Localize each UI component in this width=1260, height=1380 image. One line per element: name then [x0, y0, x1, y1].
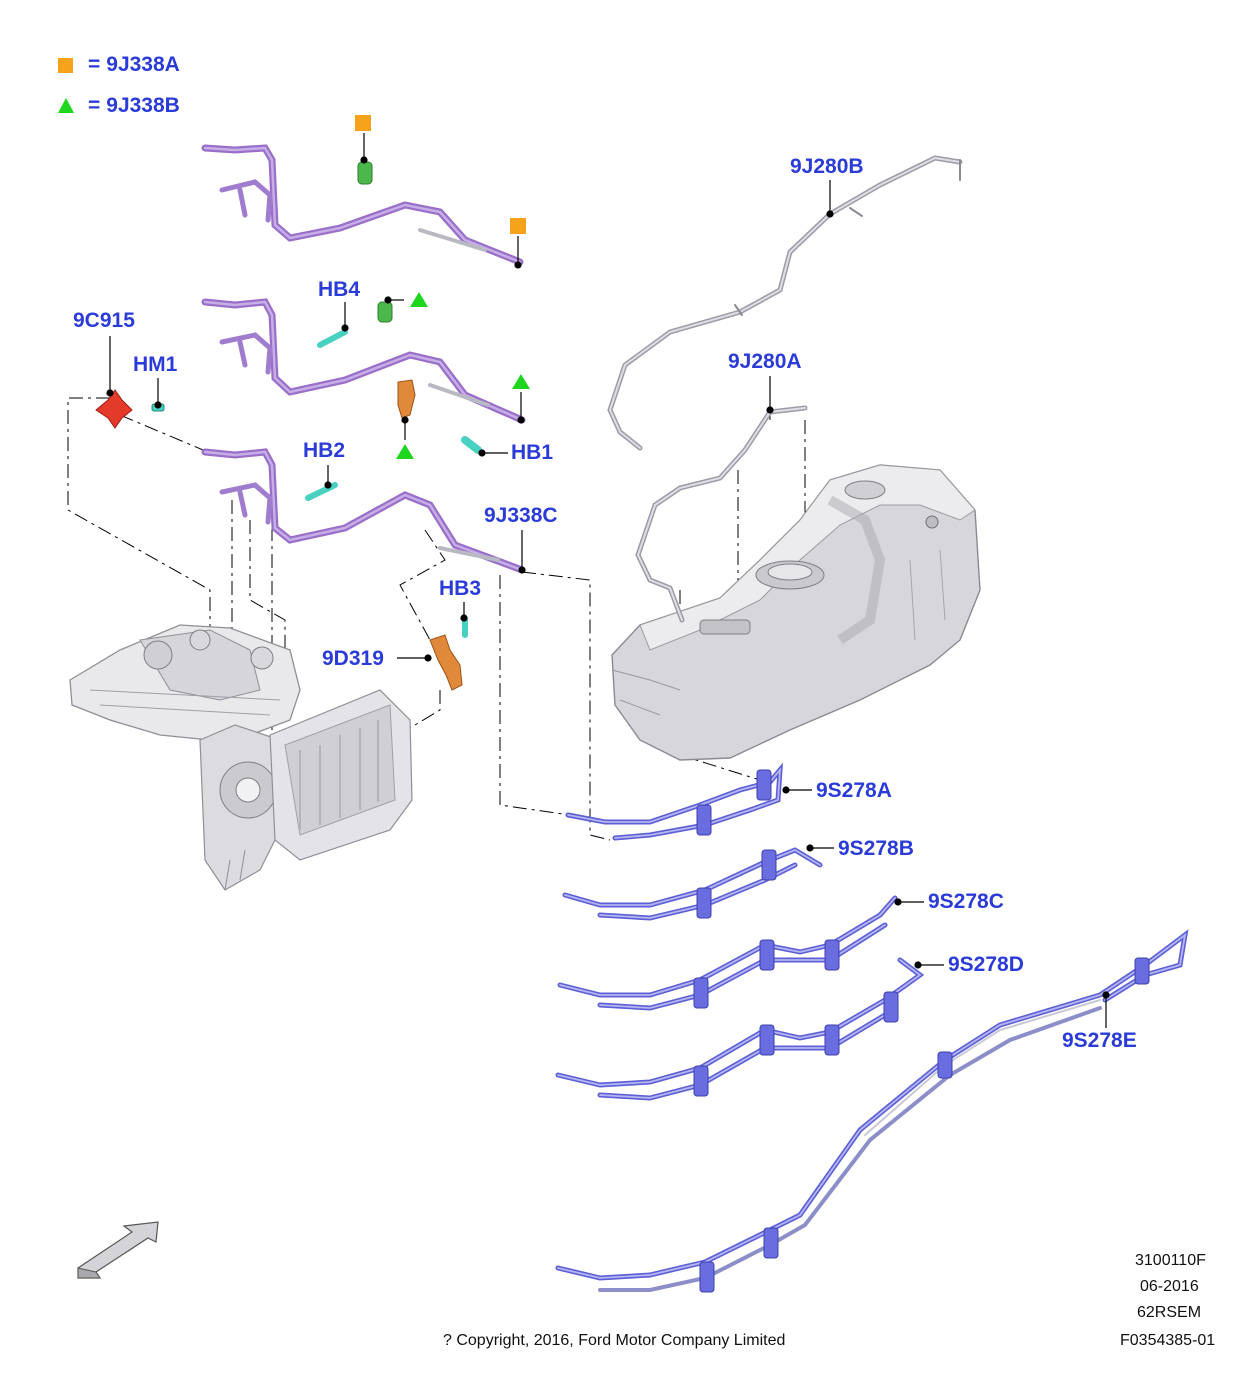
- quick-connector-9C915: [95, 389, 133, 429]
- callout-9S278E[interactable]: 9S278E: [1062, 1029, 1137, 1052]
- callout-HM1[interactable]: HM1: [133, 353, 178, 376]
- callout-HB1[interactable]: HB1: [511, 441, 554, 464]
- copyright: ? Copyright, 2016, Ford Motor Company Li…: [443, 1332, 786, 1349]
- callout-9S278A[interactable]: 9S278A: [816, 779, 892, 802]
- clip-HB4: [317, 329, 348, 348]
- callout-HB4[interactable]: HB4: [318, 278, 361, 301]
- brake-line-9S278E: [555, 929, 1189, 1293]
- callout-9C915[interactable]: 9C915: [73, 309, 135, 332]
- legend-row-9J338B: = 9J338B: [80, 94, 180, 118]
- callout-9D319[interactable]: 9D319: [322, 647, 384, 670]
- bracket-9D319: [429, 634, 463, 691]
- footer-code2: 62RSEM: [1137, 1304, 1202, 1321]
- legend-code-9J338A: 9J338A: [106, 53, 180, 76]
- fuel-tank: [611, 464, 981, 761]
- footer-date: 06-2016: [1140, 1278, 1199, 1295]
- callout-9J338C[interactable]: 9J338C: [484, 504, 558, 527]
- legend-code-9J338B: 9J338B: [106, 94, 180, 117]
- direction-arrow-icon: [77, 1221, 159, 1279]
- engine-assembly: [69, 624, 413, 891]
- fuel-line-9J338A: [201, 144, 524, 266]
- footer-code1: 3100110F: [1135, 1252, 1206, 1269]
- leader-lines: [106, 133, 1110, 1028]
- green-triangle-icon: [410, 292, 428, 307]
- green-triangle-icon: [58, 98, 74, 113]
- brake-line-9S278A: [565, 762, 784, 841]
- legend-symbols: [58, 58, 74, 113]
- green-triangle-icon: [396, 444, 414, 459]
- callout-9J280B[interactable]: 9J280B: [790, 155, 864, 178]
- orange-square-icon: [355, 115, 371, 131]
- orange-square-icon: [58, 58, 73, 73]
- brake-line-9S278C: [557, 895, 898, 1011]
- markers: [355, 115, 530, 459]
- orange-square-icon: [510, 218, 526, 234]
- callout-HB2[interactable]: HB2: [303, 439, 346, 462]
- hose-9J280A: [635, 405, 808, 623]
- legend-equals: =: [88, 53, 101, 76]
- callout-9S278B[interactable]: 9S278B: [838, 837, 914, 860]
- green-triangle-icon: [512, 374, 530, 389]
- footer-ref: F0354385-01: [1120, 1332, 1216, 1349]
- hose-9J280B: [607, 155, 963, 451]
- callout-HB3[interactable]: HB3: [439, 577, 482, 600]
- brake-line-9S278B: [562, 847, 823, 921]
- brake-line-9S278D: [555, 957, 925, 1101]
- callout-9J280A[interactable]: 9J280A: [728, 350, 802, 373]
- legend-equals: =: [88, 94, 101, 117]
- connector-9J338B: [377, 301, 393, 323]
- clip-HB1: [461, 436, 482, 454]
- fuel-line-middle: [201, 298, 526, 424]
- fuel-line-9J338C: [201, 448, 526, 574]
- callout-9S278C[interactable]: 9S278C: [928, 890, 1004, 913]
- bracket-9J338B: [397, 379, 416, 419]
- callout-9S278D[interactable]: 9S278D: [948, 953, 1024, 976]
- connector-9J338A-top: [357, 161, 373, 185]
- legend-row-9J338A: = 9J338A: [80, 53, 180, 77]
